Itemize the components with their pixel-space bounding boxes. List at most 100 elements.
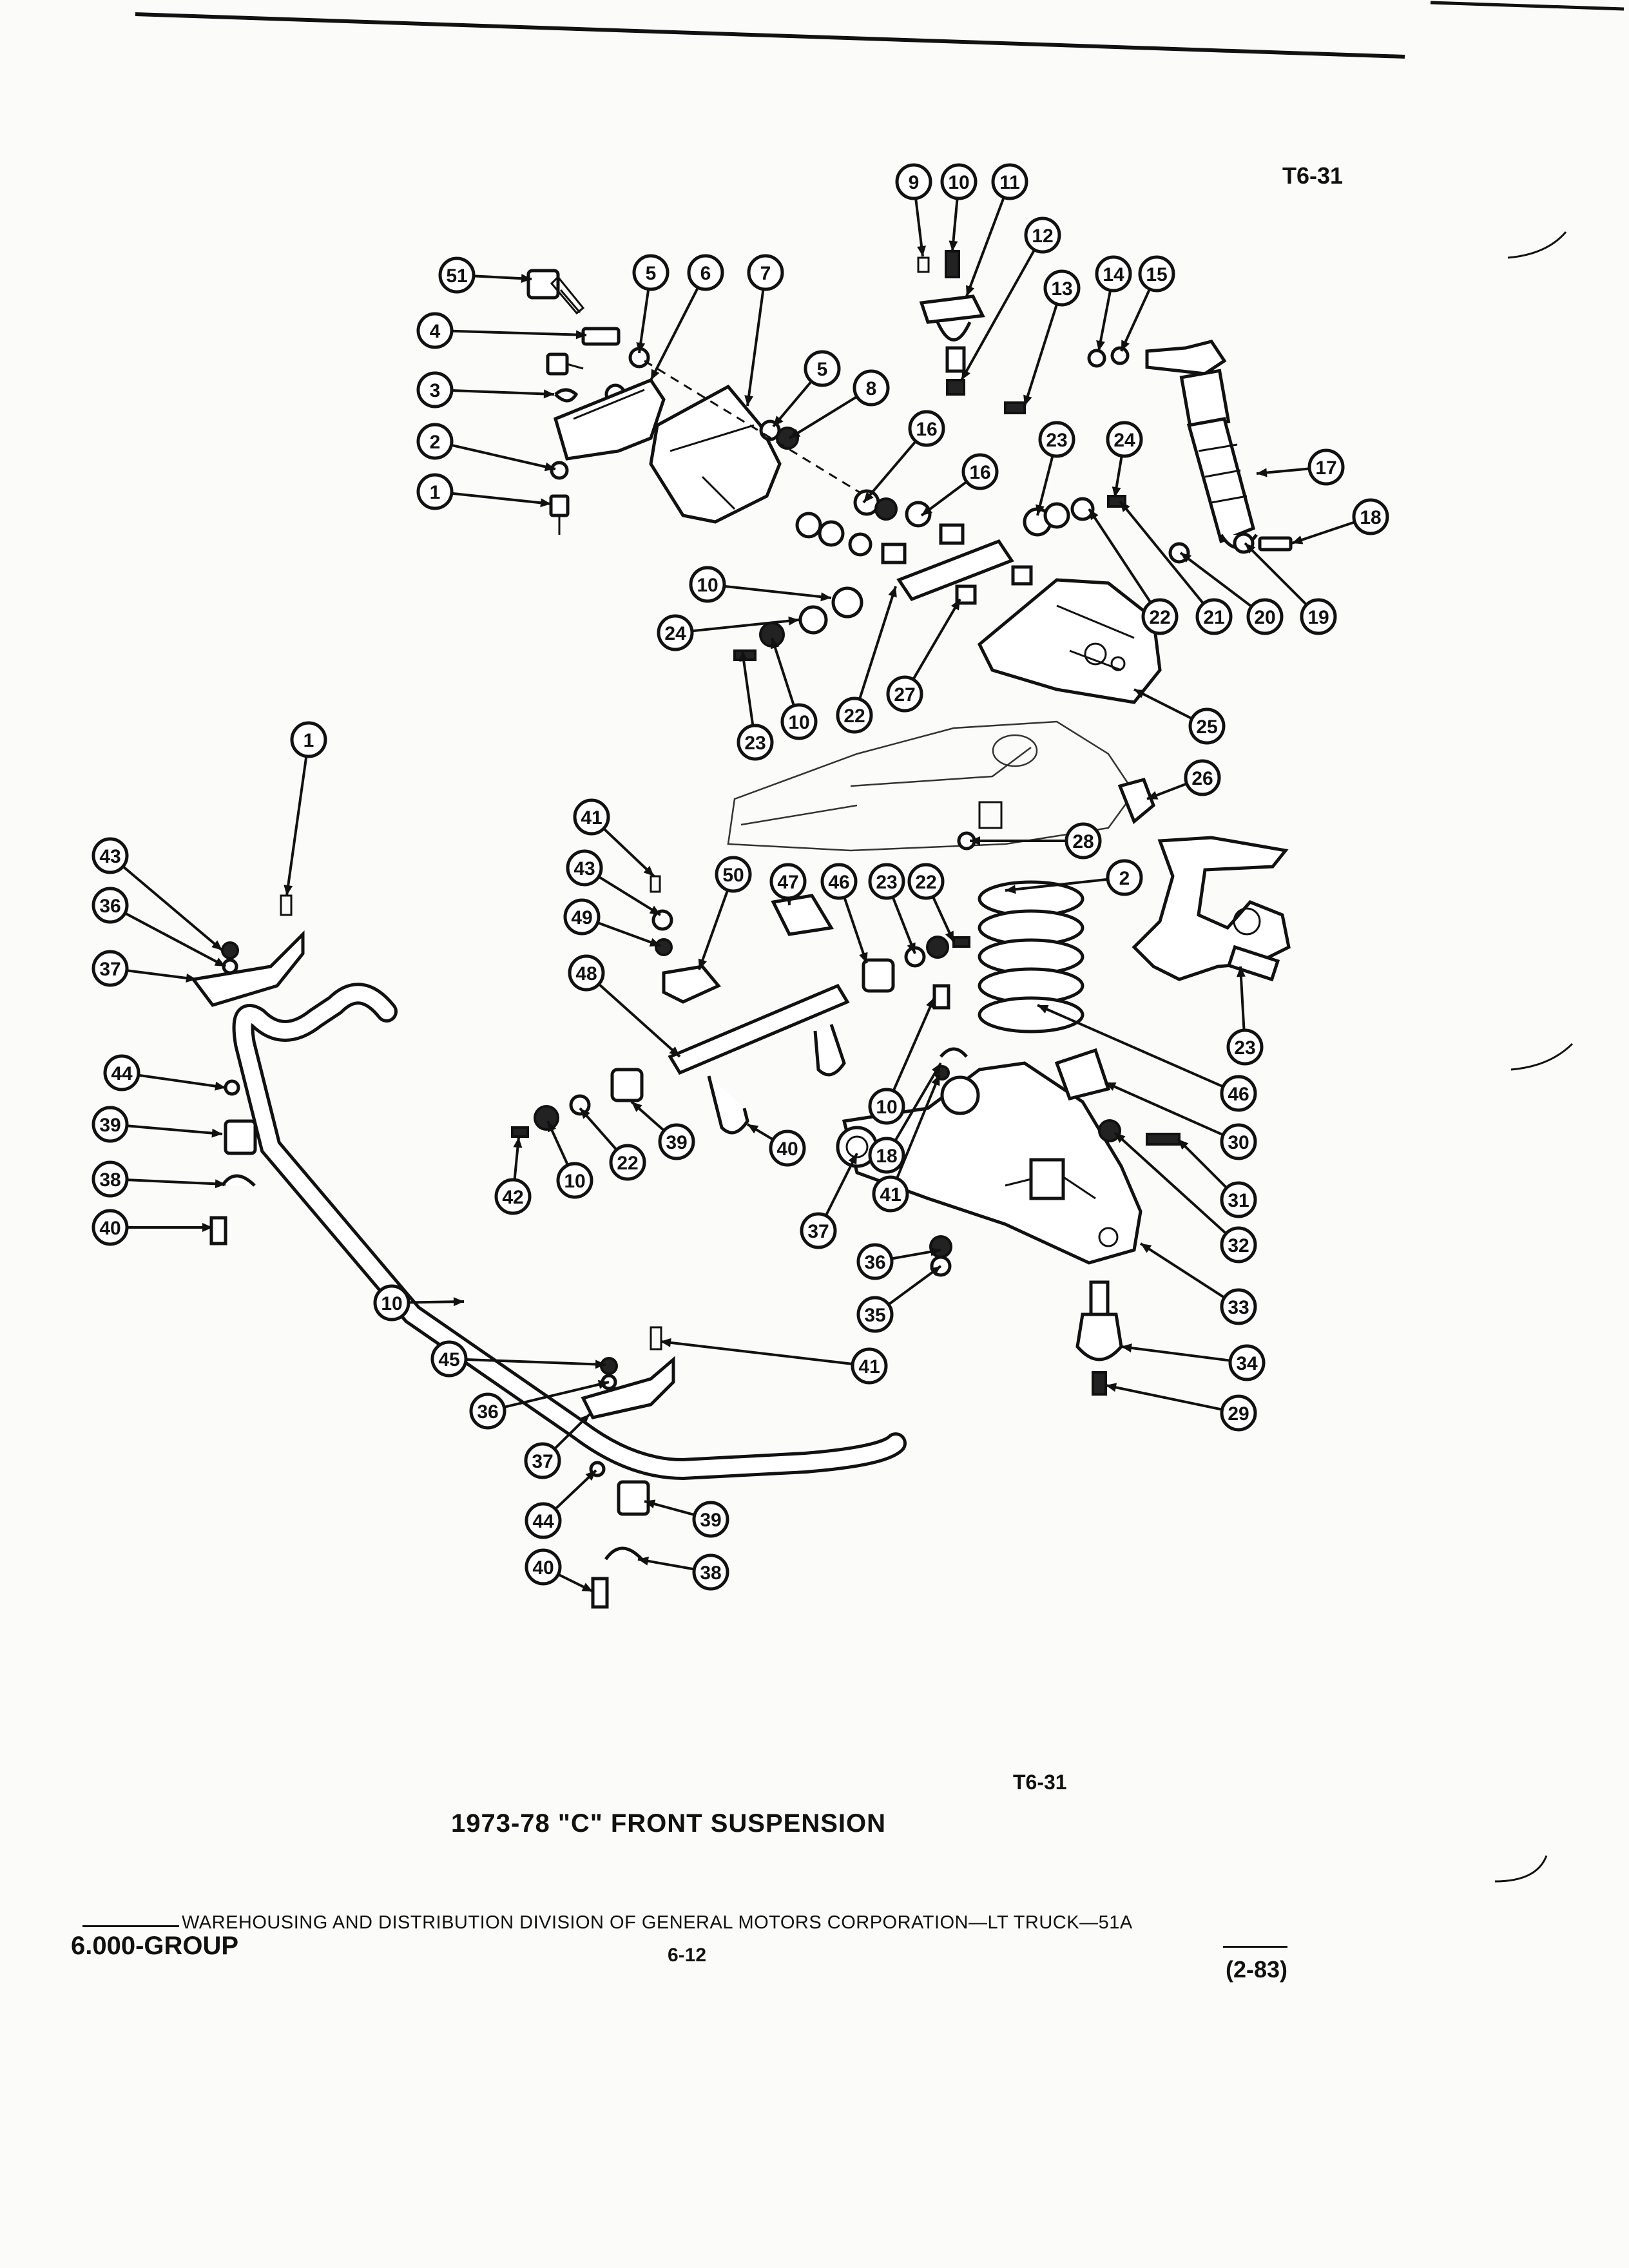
callout-number: 51 [446, 265, 467, 287]
callout-circle [632, 254, 670, 291]
callout-arrowhead [638, 1556, 649, 1566]
callout-leader [650, 287, 699, 381]
callout-leader [1005, 878, 1108, 892]
part-callout: 38 [692, 1553, 729, 1591]
callout-leader [503, 1381, 610, 1408]
callout-number: 24 [664, 623, 686, 644]
part-callout: 43 [566, 849, 603, 887]
callout-circle [1024, 216, 1061, 254]
callout-circle [769, 863, 807, 900]
part-callout: 41 [872, 1175, 909, 1213]
callout-arrowhead [660, 1338, 671, 1347]
part-callout: 48 [568, 954, 605, 992]
callout-leader [638, 289, 650, 354]
callout-arrowhead [931, 1063, 941, 1075]
part-callout: 23 [737, 724, 774, 761]
part-callout: 22 [907, 863, 945, 900]
callout-circle [103, 1054, 140, 1091]
callout-circle [886, 675, 923, 713]
part-callout: 37 [524, 1442, 561, 1479]
callout-number: 5 [817, 359, 828, 380]
callout-circle [836, 697, 873, 734]
callout-number: 42 [502, 1187, 523, 1208]
callout-arrowhead [945, 930, 954, 942]
callout-number: 14 [1103, 264, 1124, 285]
callout-arrowhead [215, 1081, 226, 1091]
part-callout: 20 [1246, 598, 1284, 635]
callout-arrowhead [1115, 1133, 1126, 1143]
frame-bracket [649, 384, 782, 524]
callout-leader [451, 389, 555, 396]
callout-arrowhead [579, 1414, 590, 1425]
strap [940, 1047, 968, 1058]
callout-leader [698, 889, 729, 970]
callout-number: 22 [915, 872, 936, 893]
callout-circle [1065, 822, 1102, 860]
lower-cross-shaft [668, 983, 850, 1075]
callout-number: 16 [969, 462, 990, 483]
callout-leader [285, 756, 308, 896]
callout-arrowhead [863, 492, 874, 503]
callout-circle [851, 1347, 888, 1385]
callout-leader [138, 1073, 226, 1089]
callout-number: 18 [876, 1146, 897, 1167]
callout-leader [724, 584, 832, 599]
callout-number: 43 [99, 846, 120, 867]
part-callout: 23 [1226, 1028, 1264, 1066]
callout-number: 37 [99, 959, 120, 980]
callout-number: 41 [858, 1356, 880, 1378]
callout-circle [856, 1243, 894, 1280]
callout-arrowhead [211, 1128, 222, 1138]
callout-arrowhead [789, 428, 801, 438]
callout-circle [1220, 1394, 1257, 1432]
callout-number: 34 [1236, 1353, 1258, 1374]
grommet [1087, 349, 1106, 368]
callout-leader [691, 619, 800, 633]
callout-circle [1246, 598, 1284, 635]
callout-arrowhead [930, 1247, 941, 1256]
callout-number: 28 [1072, 831, 1094, 852]
callout-arrowhead [643, 865, 654, 876]
callout-number: 10 [948, 172, 969, 193]
callout-number: 47 [777, 872, 798, 893]
nut [776, 427, 799, 450]
callout-leader [960, 249, 1036, 381]
callout-arrowhead [1120, 501, 1130, 512]
callout-circle [524, 1442, 561, 1479]
callout-leader [788, 395, 858, 439]
callout-arrowhead [1292, 535, 1304, 544]
callout-leader [124, 912, 226, 968]
callout-circle [800, 1212, 837, 1249]
callout-leader [660, 1340, 853, 1365]
part-callout: 37 [92, 950, 129, 987]
callout-arrowhead [929, 1266, 941, 1276]
part-callout: 28 [1065, 822, 1102, 860]
callout-number: 29 [1228, 1403, 1249, 1425]
callout-number: 12 [1032, 226, 1053, 247]
callout-arrowhead [926, 997, 934, 1009]
part-callout: 32 [1220, 1226, 1257, 1264]
part-callout: 36 [92, 887, 129, 924]
u-bolt [813, 1024, 846, 1077]
shaft-bolt [526, 269, 585, 315]
part-callout: 22 [1141, 598, 1179, 635]
callout-circle [1220, 1181, 1257, 1218]
callout-number: 46 [1228, 1084, 1249, 1105]
callout-number: 26 [1191, 768, 1213, 789]
callout-number: 6 [700, 263, 711, 284]
callout-number: 2 [430, 432, 441, 453]
callout-arrowhead [548, 1121, 557, 1133]
callout-circle [687, 254, 724, 291]
callout-arrowhead [215, 1179, 226, 1189]
u-bolt [707, 1075, 749, 1135]
part-callout: 5 [632, 254, 670, 291]
callout-circle [416, 312, 454, 349]
callout-circle [780, 703, 818, 740]
part-callout: 36 [469, 1392, 506, 1430]
callout-leader [602, 827, 655, 878]
callout-number: 40 [776, 1139, 798, 1160]
callout-circle [872, 1175, 909, 1213]
callout-arrowhead [581, 1582, 593, 1591]
part-callout: 36 [856, 1243, 894, 1280]
part-callout: 31 [1220, 1181, 1257, 1218]
